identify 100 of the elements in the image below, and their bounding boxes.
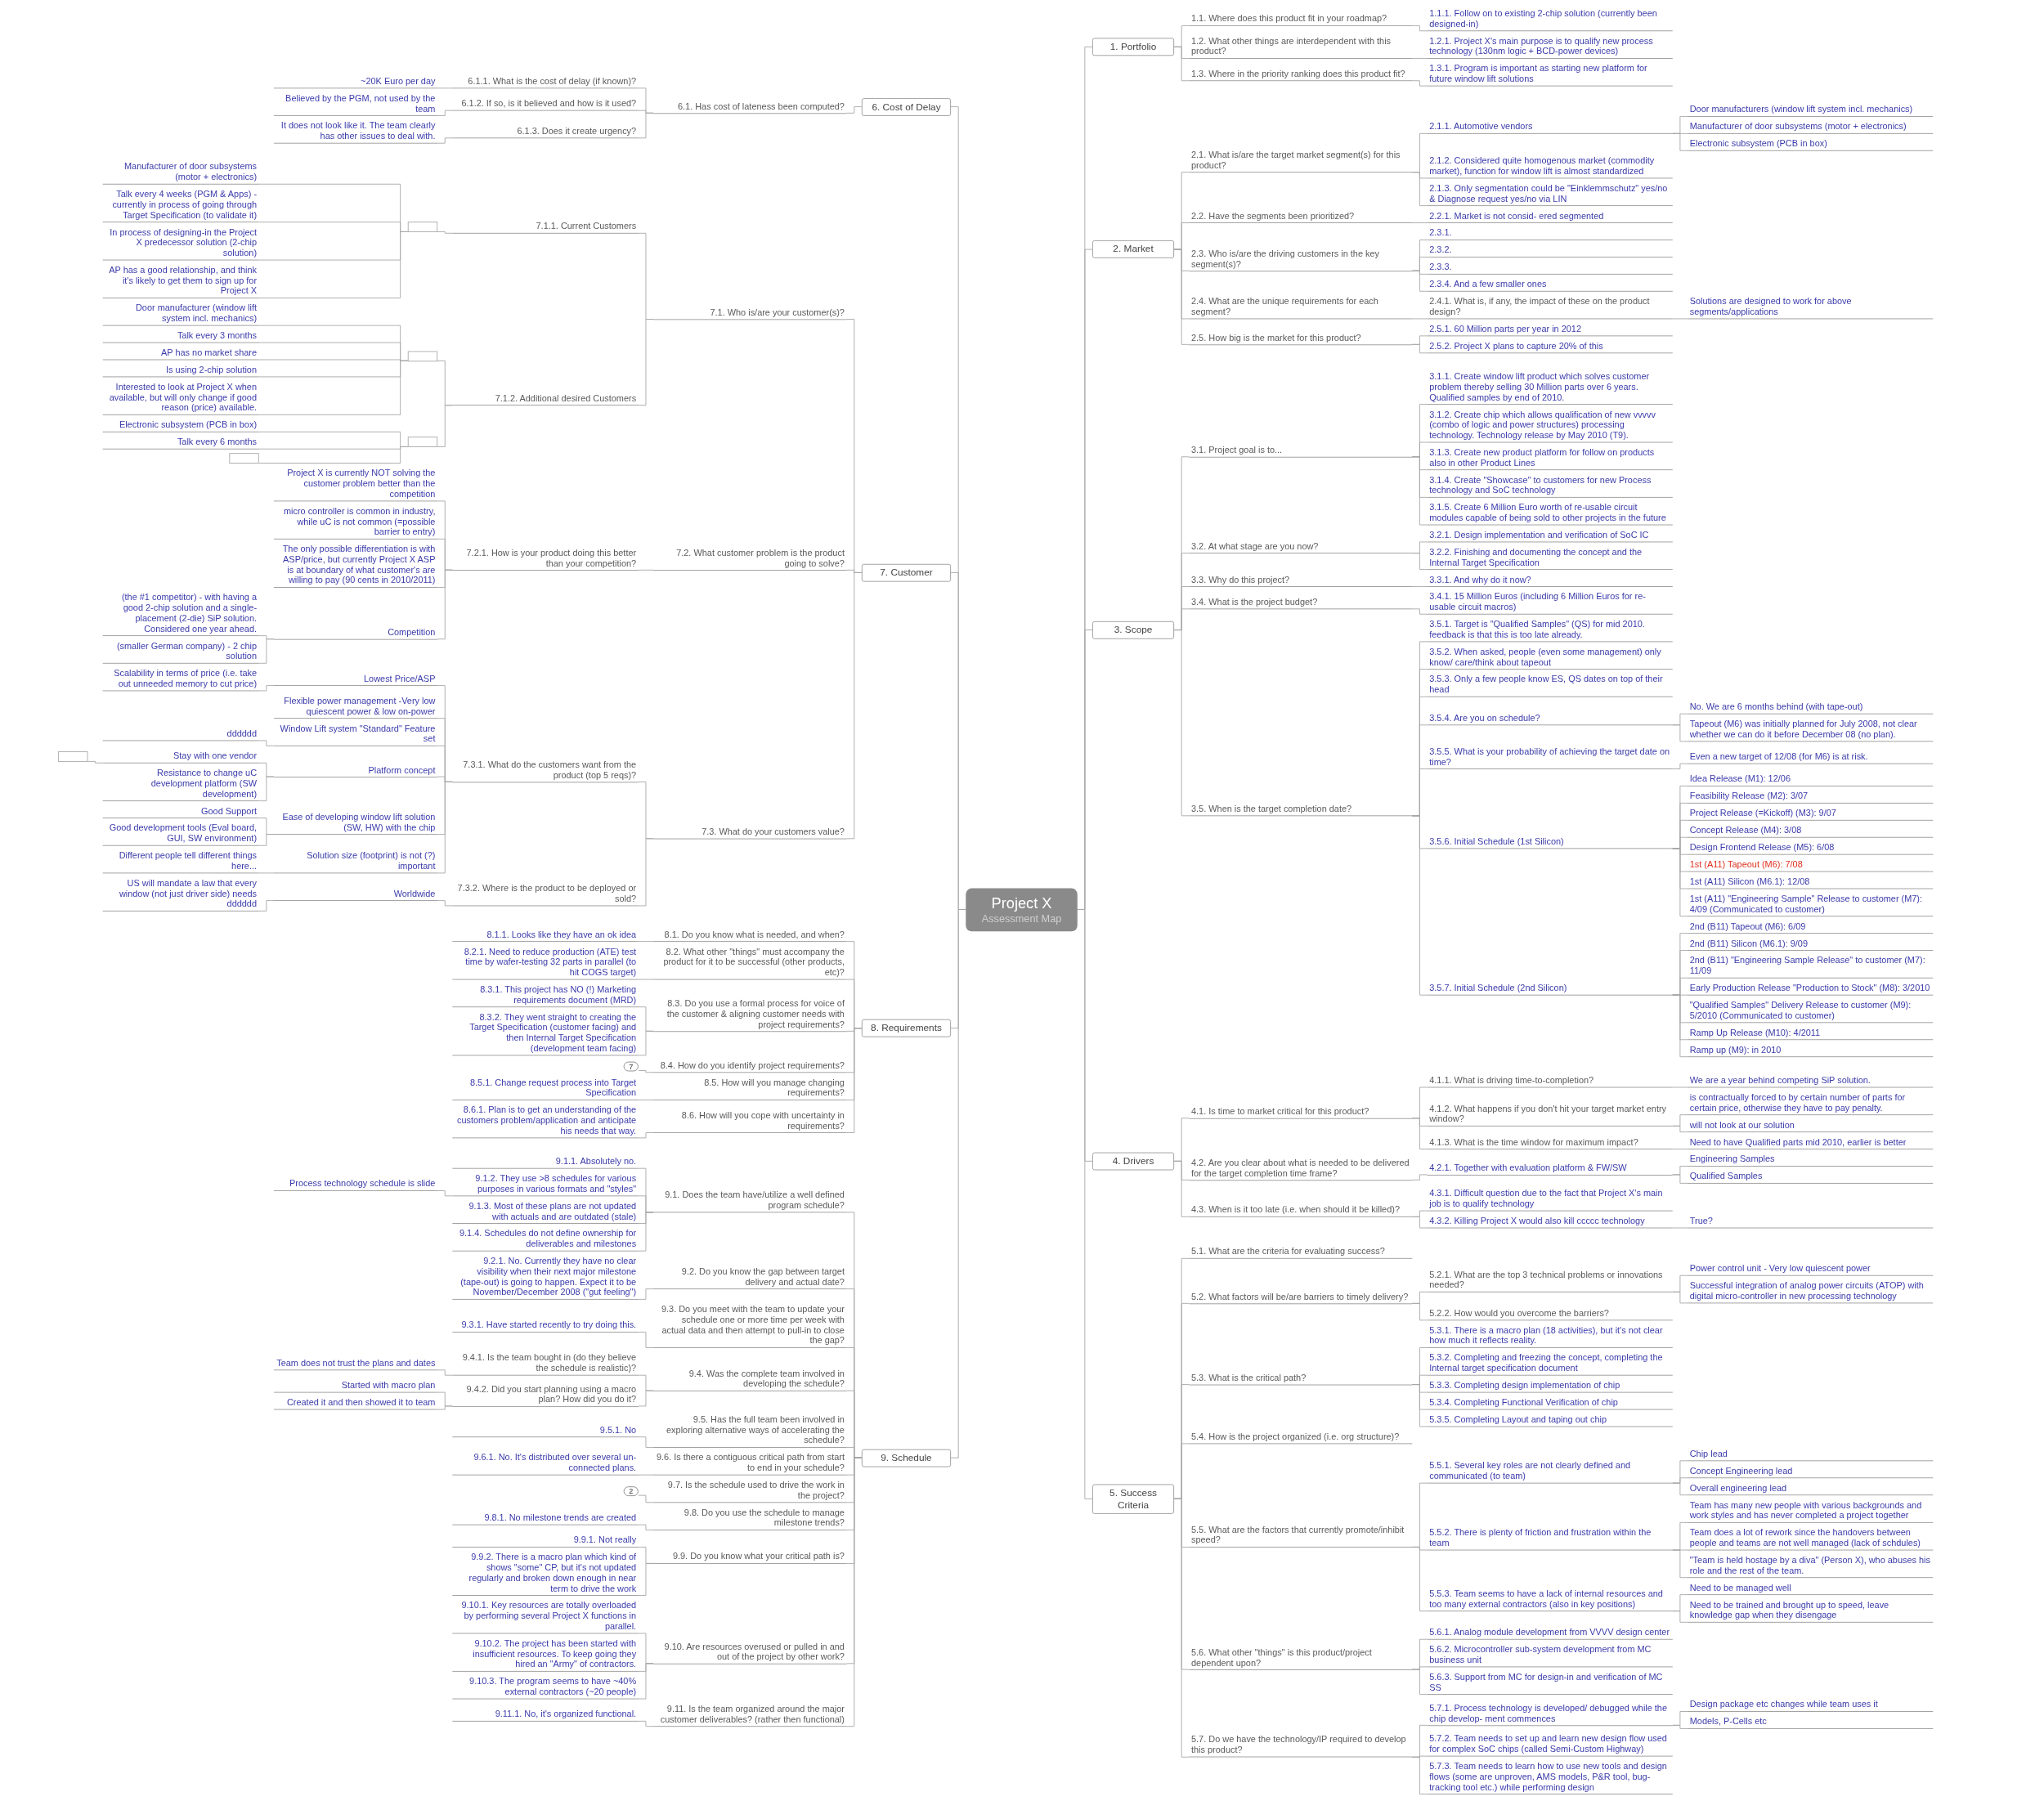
connector-line xyxy=(1174,1160,1190,1217)
connector-line xyxy=(437,87,454,89)
connector-line xyxy=(1412,318,1428,320)
answer-text: Ramp up (M9): in 2010 xyxy=(1688,1043,1934,1058)
answer-text: Talk every 6 months xyxy=(103,436,260,450)
answer-text: ~20K Euro per day xyxy=(274,74,438,89)
answer-text: Design Frontend Release (M5): 6/08 xyxy=(1688,841,1934,855)
answer-text: 3.5.3. Only a few people know ES, QS dates on top of their head xyxy=(1427,673,1674,697)
answer-text: Manufacturer of door subsystems (motor + electronics) xyxy=(103,160,260,185)
answer-text: Overall engineering lead xyxy=(1688,1481,1934,1496)
answer-text: 1st (A11) Silicon (M6.1): 12/08 xyxy=(1688,876,1934,889)
branch-topic-box: 2. Market xyxy=(1092,240,1175,258)
connector-line xyxy=(1412,586,1428,587)
answer-text: 9.1.4. Schedules do not define ownership for deliverables and milestones xyxy=(452,1227,639,1252)
connector-line xyxy=(1672,1174,1688,1184)
answer-text: No. We are 6 months behind (with tape-out) xyxy=(1688,701,1934,715)
answer-text: Good development tools (Eval board, GUI, SW environment) xyxy=(103,822,260,846)
answer-text: Power control unit - Very low quiescent power xyxy=(1688,1262,1934,1276)
answer-text: Successful integration of analog power circuits (ATOP) with digital micro-controller in new processing technology xyxy=(1688,1279,1934,1304)
connector-line xyxy=(638,1720,654,1727)
answer-text: micro controller is common in industry, while uC is not common (=possible barrier to entry) xyxy=(274,504,438,540)
answer-text: will not look at our solution xyxy=(1688,1118,1934,1133)
question-text: 2.4. What are the unique requirements for each segment? xyxy=(1189,295,1413,320)
question-text: 7.2. What customer problem is the product going to solve? xyxy=(653,546,848,571)
connector-line xyxy=(638,1474,654,1476)
answer-text: In process of designing-in the Project X predecessor solution (2-chip solution) xyxy=(103,226,260,261)
question-text: 2.1. What is/are the target market segment(s) for this product? xyxy=(1189,149,1413,173)
connector-line xyxy=(638,1288,654,1300)
connector-line xyxy=(1672,1291,1688,1304)
question-text: 9.5. Has the full team been involved in exploring alternative ways of accelerating the schedule? xyxy=(653,1414,848,1448)
answer-text: 3.1.1. Create window lift product which solves customer problem thereby selling 30 Million parts over 6 years. Qualified samples by end of 2010. xyxy=(1427,370,1674,405)
answer-text: (the #1 competitor) - with having a good 2-chip solution and a single-placement (2-die) SiP solution. Considered one year ahead. xyxy=(103,591,260,637)
answer-text: is contractually forced to by certain number of parts for certain price, otherwise they have to pay penalty. xyxy=(1688,1091,1934,1116)
connector-line xyxy=(638,1663,654,1700)
count-badge: 2 xyxy=(624,1485,639,1496)
connector-line xyxy=(1412,553,1428,571)
branch-topic-box: 4. Drivers xyxy=(1092,1152,1175,1171)
answer-text: 2.3.1. xyxy=(1427,226,1674,240)
answer-text: 2nd (B11) "Engineering Sample Release" to customer (M7): 11/09 xyxy=(1688,954,1934,979)
branch-topic-box: 6. Cost of Delay xyxy=(862,97,952,116)
answer-text: Flexible power management -Very low quiescent power & low on-power xyxy=(274,694,438,719)
answer-text: "Team is held hostage by a diva" (Person X), who abuses his role and the rest of the team. xyxy=(1688,1554,1934,1579)
connector-line xyxy=(1412,58,1428,59)
question-text: 7.1.2. Additional desired Customers xyxy=(452,392,639,406)
answer-text: 9.1.2. They use >8 schedules for various purposes in various formats and "styles" xyxy=(452,1172,639,1197)
connector-line xyxy=(1672,318,1688,320)
question-text: 8.6. How will you cope with uncertainty in requirements? xyxy=(653,1109,848,1133)
connector-line xyxy=(437,781,454,874)
question-text: 9.6. Is there a contiguous critical path from start to end in your schedule? xyxy=(653,1451,848,1476)
answer-text: 2.3.4. And a few smaller ones xyxy=(1427,278,1674,292)
answer-text: 9.3.1. Have started recently to try doing this. xyxy=(452,1319,639,1333)
connector-line xyxy=(638,1030,654,1056)
answer-text: 3.2.2. Finishing and documenting the concept and the Internal Target Specification xyxy=(1427,545,1674,571)
connector-line xyxy=(1412,1174,1428,1181)
branch-topic-box: 3. Scope xyxy=(1092,621,1175,639)
connector-line xyxy=(1412,222,1428,223)
answer-text: Scalability in terms of price (i.e. take out unneeded memory to cut price) xyxy=(103,667,260,692)
question-text: 5.5. What are the factors that currently promote/inhibit speed? xyxy=(1189,1523,1413,1548)
connector-line xyxy=(1672,1125,1688,1133)
question-text: 9.9. Do you know what your critical path is? xyxy=(653,1550,848,1564)
branch-topic-box: 9. Schedule xyxy=(862,1449,952,1467)
answer-text: Platform concept xyxy=(274,764,438,777)
answer-text: 5.7.1. Process technology is developed/ debugged while the chip develop- ment commences xyxy=(1427,1701,1674,1726)
answer-text: Feasibility Release (M2): 3/07 xyxy=(1688,790,1934,804)
connector-line xyxy=(638,569,654,571)
answer-text: AP has a good relationship, and think it's likely to get them to sign up for Project X xyxy=(103,264,260,298)
question-text: 9.4.1. Is the team bought in (do they believe the schedule is realistic)? xyxy=(452,1351,639,1376)
question-text: 2.4.1. What is, if any, the impact of these on the product design? xyxy=(1427,295,1674,320)
answer-text: Design package etc changes while team uses it xyxy=(1688,1698,1934,1712)
connector-line xyxy=(638,1331,654,1348)
question-text: 9.8. Do you use the schedule to manage milestone trends? xyxy=(653,1506,848,1530)
answer-text: 9.10.2. The project has been started with insufficient resources. To keep going they hired an "Army" of contractors. xyxy=(452,1637,639,1672)
question-text: 9.7. Is the schedule used to drive the work in the project? xyxy=(653,1479,848,1503)
answer-text: Qualified Samples xyxy=(1688,1170,1934,1184)
answer-text: Believed by the PGM, not used by the team xyxy=(274,92,438,116)
answer-text: 3.1.3. Create new product platform for follow on products also in other Product Lines xyxy=(1427,446,1674,471)
answer-text: Created it and then showed it to team xyxy=(274,1396,438,1410)
answer-text: 5.7.3. Team needs to learn how to use new tools and design flows (some are unproven, AMS models, P&R tool, bug- tracking tool etc.) while performing design xyxy=(1427,1760,1674,1794)
question-text: 5.2. What factors will be/are barriers to timely delivery? xyxy=(1189,1290,1413,1304)
question-text: 4.1.1. What is driving time-to-completion? xyxy=(1427,1074,1674,1088)
connector-line xyxy=(638,1494,654,1503)
answer-text: 9.10.3. The program seems to have ~40% external contractors (~20 people) xyxy=(452,1675,639,1700)
connector-line xyxy=(638,1436,654,1448)
answer-text: Started with macro plan xyxy=(274,1379,438,1393)
answer-text: Engineering Samples xyxy=(1688,1153,1934,1167)
connector-line xyxy=(258,776,275,802)
question-text: 5.2.1. What are the top 3 technical problems or innovations needed? xyxy=(1427,1268,1674,1293)
answer-text: Models, P-Cells etc xyxy=(1688,1715,1934,1729)
question-text: 9.4.2. Did you start planning using a macro plan? How did you do it? xyxy=(452,1382,639,1407)
question-text: 2.2. Have the segments been prioritized? xyxy=(1189,209,1413,223)
connector-line xyxy=(1412,1302,1428,1321)
connector-line xyxy=(846,106,863,114)
question-text: 9.4. Was the complete team involved in developing the schedule? xyxy=(653,1367,848,1391)
connector-line xyxy=(1672,994,1688,1058)
connector-line xyxy=(1174,1498,1190,1758)
answer-text: 4.2.1. Together with evaluation platform & FW/SW xyxy=(1427,1162,1674,1176)
answer-text: 3.1.2. Create chip which allows qualification of new vvvvv (combo of logic and power structures) processing technology. Technology release by May 2010 (T9). xyxy=(1427,408,1674,443)
question-text: 8.1. Do you know what is needed, and when? xyxy=(653,928,848,943)
connector-line xyxy=(1412,80,1428,87)
connector-line xyxy=(1412,1756,1428,1794)
